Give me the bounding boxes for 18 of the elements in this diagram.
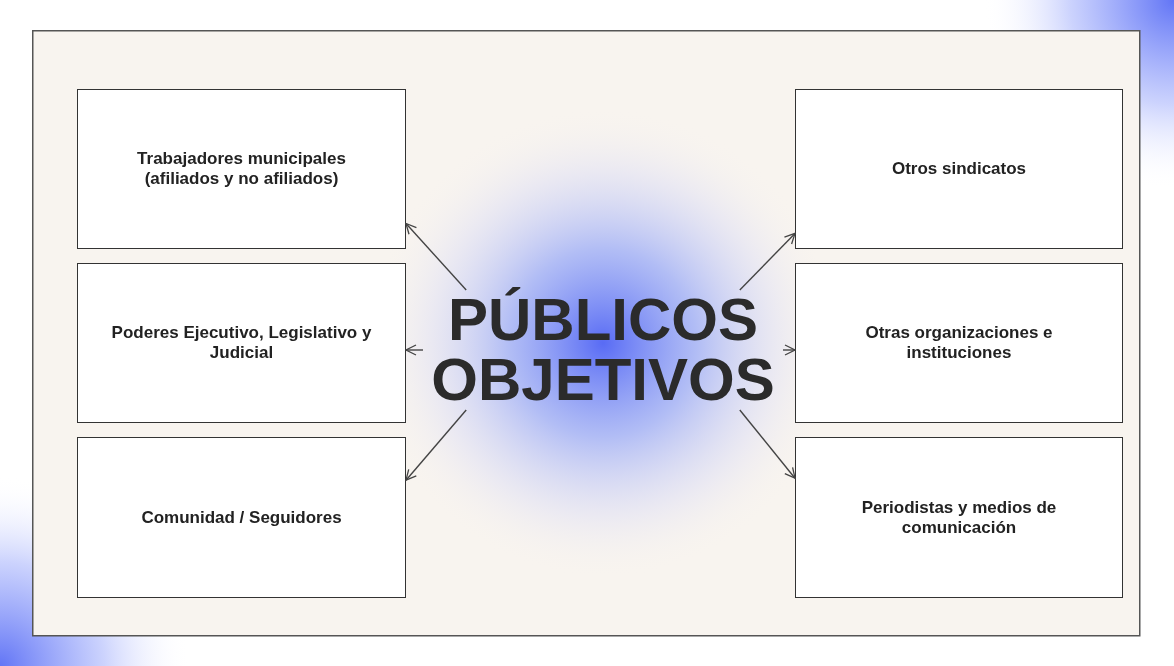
audience-box — [77, 89, 406, 249]
arrow — [739, 409, 796, 479]
box-label: Trabajadores municipales (afiliados y no afiliados) — [136, 149, 347, 189]
audience-box — [77, 263, 406, 423]
audience-box — [77, 437, 406, 598]
arrow — [405, 222, 467, 291]
arrow — [405, 344, 424, 356]
box-label: Otros sindicatos — [890, 159, 1028, 179]
box-label: Periodistas y medios de comunicación — [860, 497, 1058, 538]
box-label: Otras organizaciones e instituciones — [864, 323, 1054, 363]
arrow — [739, 232, 796, 291]
arrow — [405, 409, 467, 481]
box-label: Comunidad / Seguidores — [140, 507, 343, 528]
arrow — [782, 344, 796, 356]
box-label: Poderes Ejecutivo, Legislativo y Judicial — [110, 323, 373, 363]
audience-box — [795, 89, 1123, 249]
audience-box — [795, 263, 1123, 423]
audience-box — [795, 437, 1123, 598]
